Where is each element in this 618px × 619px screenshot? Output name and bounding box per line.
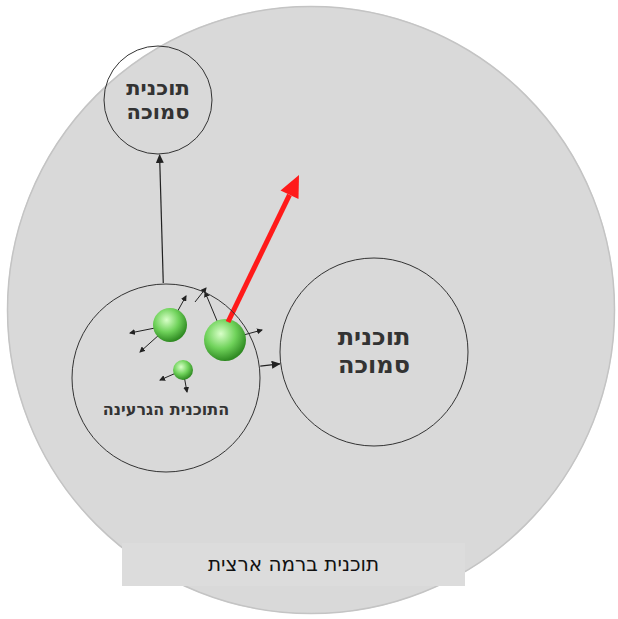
plan-circle: תוכנית סמוכה xyxy=(279,257,469,447)
red-arrowhead xyxy=(281,175,300,199)
green-sphere xyxy=(153,308,187,342)
circle-outline xyxy=(6,5,616,615)
country-disk xyxy=(7,6,615,614)
country-circle: תוכנית ברמה ארצית תוכנית סמוכה התוכנית הגר… xyxy=(6,5,616,615)
level-label: תוכנית ברמה ארצית xyxy=(122,543,465,586)
spread-connector xyxy=(160,155,164,283)
plan-circle: תוכנית סמוכה xyxy=(103,45,213,155)
spread-connector xyxy=(260,364,279,366)
red-arrow xyxy=(228,195,290,322)
green-sphere xyxy=(173,360,193,380)
spread-arrows xyxy=(130,288,262,392)
plan-label: תוכנית סמוכה xyxy=(114,76,202,124)
circle-outline xyxy=(71,283,261,473)
green-sphere xyxy=(204,319,246,361)
plan-label: תוכנית סמוכה xyxy=(314,324,434,379)
plan-circle: התוכנית הגרעינה xyxy=(71,283,261,473)
plan-label: התוכנית הגרעינה xyxy=(71,401,261,419)
